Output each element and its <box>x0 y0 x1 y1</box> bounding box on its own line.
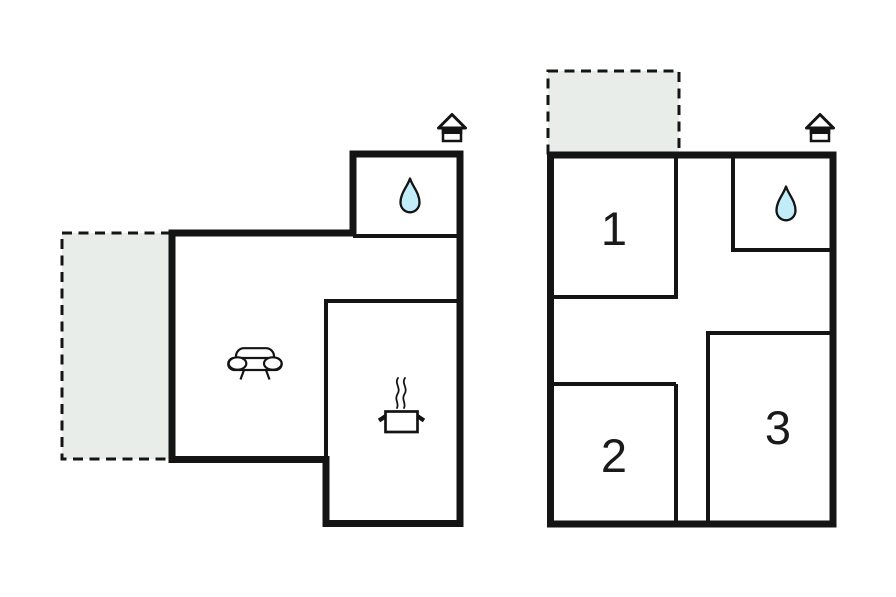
water-drop-icon <box>399 177 421 214</box>
water-drop-icon <box>775 185 797 222</box>
cooking-pot-icon <box>377 377 426 434</box>
room-label-1: 1 <box>600 201 628 255</box>
left-plan-kitchen-walls <box>324 299 461 461</box>
right-plan <box>546 69 837 528</box>
right-plan-bathroom-walls <box>731 154 834 252</box>
room-label-3: 3 <box>764 400 792 454</box>
left-plan <box>60 113 467 527</box>
left-plan-outer-walls <box>168 150 464 527</box>
right-plan-room2-walls <box>548 382 678 526</box>
right-plan-room3-walls <box>706 331 834 526</box>
entrance-icon <box>437 113 467 143</box>
terrace-right <box>546 69 681 157</box>
room-label-2: 2 <box>600 428 628 482</box>
right-plan-outer-walls <box>547 151 837 528</box>
entrance-icon <box>805 113 835 143</box>
right-plan-room1-walls <box>548 155 678 299</box>
terrace-left <box>60 231 176 461</box>
sofa-icon <box>227 347 283 380</box>
